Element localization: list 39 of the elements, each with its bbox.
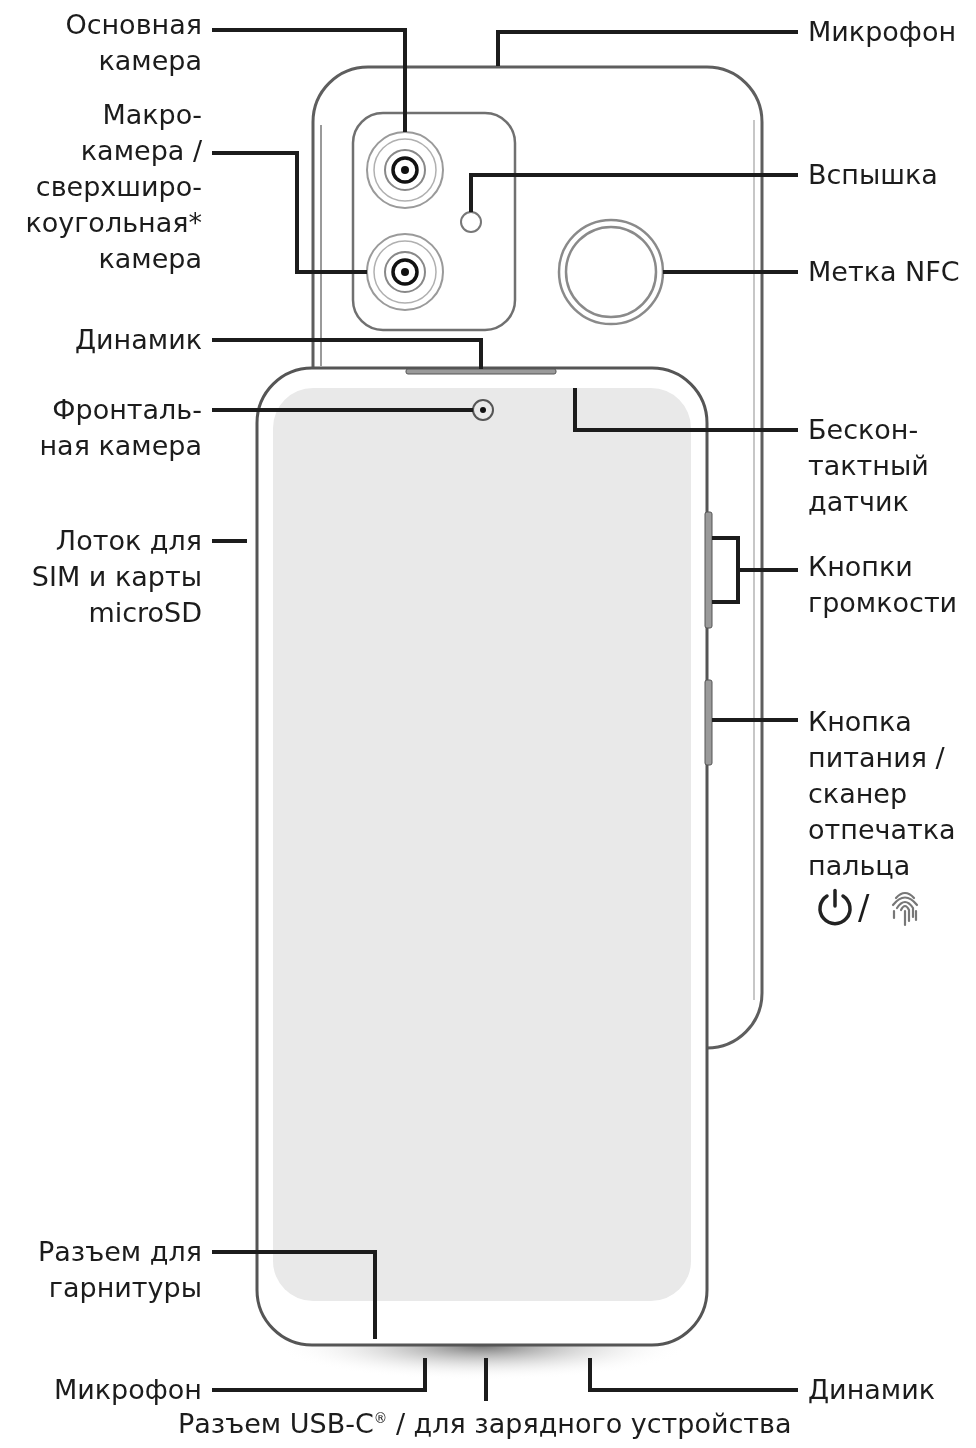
callout-label: Микрофон: [808, 14, 958, 50]
camera-lens: [366, 233, 444, 311]
callout-label: Микрофон: [52, 1372, 202, 1408]
callout-label: Кнопка питания / сканер отпечатка пальца: [808, 705, 957, 883]
callout-label: Динамик: [73, 322, 202, 358]
leader-line: [212, 408, 473, 412]
leader-line: [469, 173, 798, 212]
camera-lens: [366, 131, 444, 209]
separator-slash: /: [858, 886, 870, 929]
leader-line: [212, 539, 247, 543]
leader-line: [212, 1250, 377, 1339]
leader-line: [573, 388, 798, 432]
leader-line: [588, 1358, 798, 1392]
leader-line: [663, 270, 798, 274]
front-camera-lens: [472, 399, 494, 421]
callout-label: Фронталь- ная камера: [38, 392, 202, 464]
callout-label: Макро- камера / сверхширо- коугольная* камера: [24, 97, 202, 277]
volume-buttons: [704, 511, 713, 629]
leader-line: [212, 1358, 427, 1392]
callout-label: Кнопки громкости: [808, 549, 959, 621]
callout-label: Бескон- тактный датчик: [808, 412, 930, 520]
callout-label: Метка NFC: [808, 254, 961, 290]
flash-lens: [460, 211, 482, 233]
leader-line: [212, 151, 367, 274]
callout-label: Вспышка: [808, 157, 939, 193]
callout-label: Лоток для SIM и карты microSD: [30, 523, 202, 631]
leader-line: [484, 1358, 488, 1401]
leader-line: [212, 338, 483, 369]
leader-line: [212, 28, 407, 132]
leader-line: [496, 30, 798, 66]
earpiece-slot: [405, 368, 557, 375]
callout-label: Динамик: [808, 1372, 937, 1408]
callout-label: Разъем USB-C$^{®}$ / для зарядного устройства: [178, 1406, 793, 1442]
callout-label: Основная камера: [64, 7, 202, 79]
leader-line: [710, 536, 800, 604]
leader-line: [712, 718, 798, 722]
callout-label: Разъем для гарнитуры: [37, 1234, 202, 1306]
nfc-ring: [557, 218, 665, 326]
power-button: [704, 679, 713, 766]
